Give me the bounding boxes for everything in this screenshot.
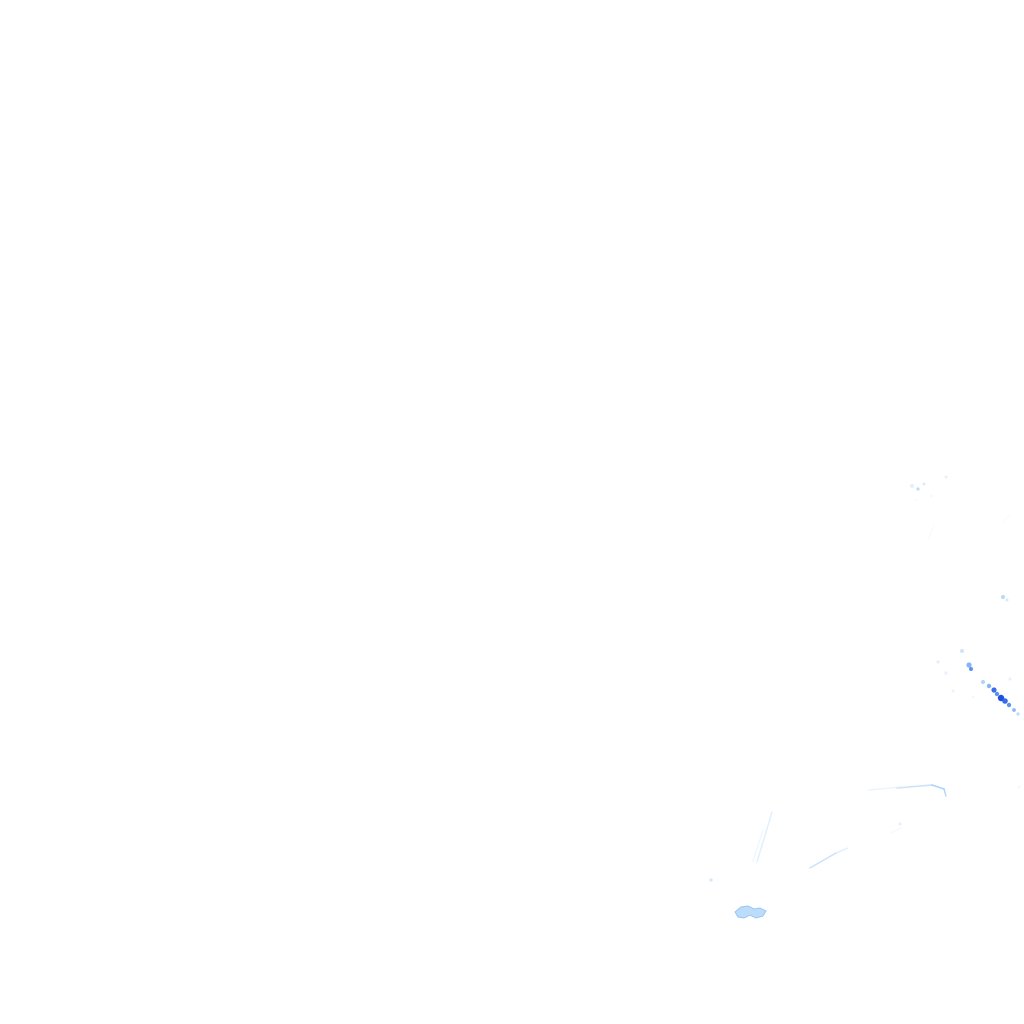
- hairline-streak: [809, 852, 837, 869]
- island-dot: [1002, 698, 1008, 704]
- island-dot: [951, 689, 955, 693]
- island-dot: [994, 691, 1000, 697]
- island-dot: [971, 695, 975, 699]
- island-dot: [980, 679, 986, 685]
- map-speck: [922, 482, 926, 486]
- map-speck: [914, 498, 918, 502]
- island-blob-layer: [734, 905, 767, 919]
- hairline-streak: [868, 786, 901, 791]
- island-blob-shape: [734, 905, 767, 919]
- map-speck: [1017, 785, 1021, 789]
- hairline-streak: [943, 788, 947, 797]
- island-dot: [944, 671, 948, 675]
- island-dot: [966, 662, 972, 668]
- island-dot: [1006, 702, 1012, 708]
- island-dot: [936, 660, 940, 664]
- hairline-streak: [931, 784, 945, 790]
- hairline-streak: [835, 847, 849, 854]
- hairline-streak: [927, 524, 935, 541]
- hairline-streak: [896, 784, 933, 789]
- map-speck: [1005, 598, 1009, 602]
- island-dot: [991, 687, 997, 693]
- island-dot: [1012, 708, 1016, 712]
- speck-cluster-layer: [709, 475, 1021, 882]
- map-speck: [898, 822, 902, 826]
- map-speck: [1001, 595, 1005, 599]
- island-dot: [960, 649, 964, 653]
- island-dot: [1008, 677, 1012, 681]
- map-speck: [910, 484, 914, 488]
- hairline-streak: [1001, 514, 1011, 523]
- island-dot: [1016, 712, 1020, 716]
- island-dot: [986, 683, 992, 689]
- island-chain-layer: [936, 649, 1020, 716]
- hairline-streak: [752, 829, 764, 862]
- island-dot: [969, 667, 973, 671]
- map-speck: [709, 878, 713, 882]
- hairline-streak: [889, 827, 903, 834]
- hairline-streak: [756, 811, 773, 863]
- map-speck: [916, 487, 920, 491]
- hairline-streaks-layer: [752, 514, 1011, 869]
- map-speck: [929, 494, 933, 498]
- map-speck: [944, 475, 948, 479]
